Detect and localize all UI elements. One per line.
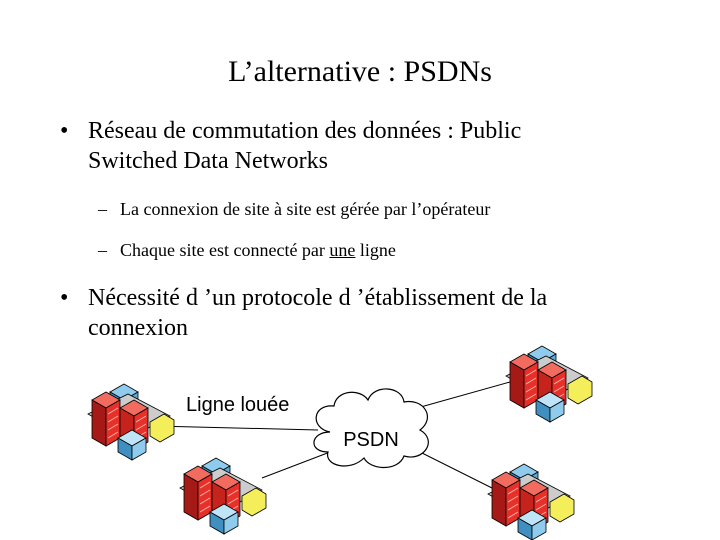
bullet-marker: •	[60, 118, 69, 144]
bullet-connection-protocol: • Nécessité d ’un protocole d ’établisse…	[60, 283, 660, 343]
psdn-label: PSDN	[343, 429, 399, 451]
link-bottom-left	[261, 451, 331, 479]
sub-bullet-text: La connexion de site à site est gérée pa…	[120, 199, 491, 219]
slide-title: L’alternative : PSDNs	[228, 55, 492, 88]
sub-bullet-one-line: – Chaque site est connecté par une ligne	[98, 238, 678, 262]
bullet-line: Nécessité d ’un protocole d ’établisseme…	[88, 285, 548, 311]
building-cluster-icon	[179, 457, 267, 535]
bullet-psdn-definition: • Réseau de commutation des données : Pu…	[60, 116, 660, 176]
bullet-marker: •	[60, 285, 69, 311]
sub-bullet-operator: – La connexion de site à site est gérée …	[98, 197, 678, 221]
building-cluster-icon	[505, 345, 593, 423]
bullet-line: connexion	[88, 315, 188, 341]
bullet-line: Switched Data Networks	[88, 148, 328, 174]
building-cluster-icon	[87, 383, 175, 461]
sub-bullet-marker: –	[98, 199, 107, 219]
leased-line-left	[154, 425, 319, 431]
bullet-line: Réseau de commutation des données : Publ…	[88, 118, 522, 144]
sub-bullet-marker: –	[98, 240, 107, 260]
underlined-word: une	[329, 240, 356, 260]
leased-line-label: Ligne louée	[186, 394, 289, 416]
link-bottom-right	[411, 447, 501, 493]
link-top-right	[409, 381, 511, 411]
cloud-icon	[313, 388, 429, 469]
sub-bullet-text-start: Chaque site est connecté par	[120, 240, 330, 260]
sub-bullet-text: Chaque site est connecté par une ligne	[120, 238, 678, 262]
building-cluster-icon	[487, 463, 575, 540]
sub-bullet-text-end: ligne	[355, 240, 396, 260]
